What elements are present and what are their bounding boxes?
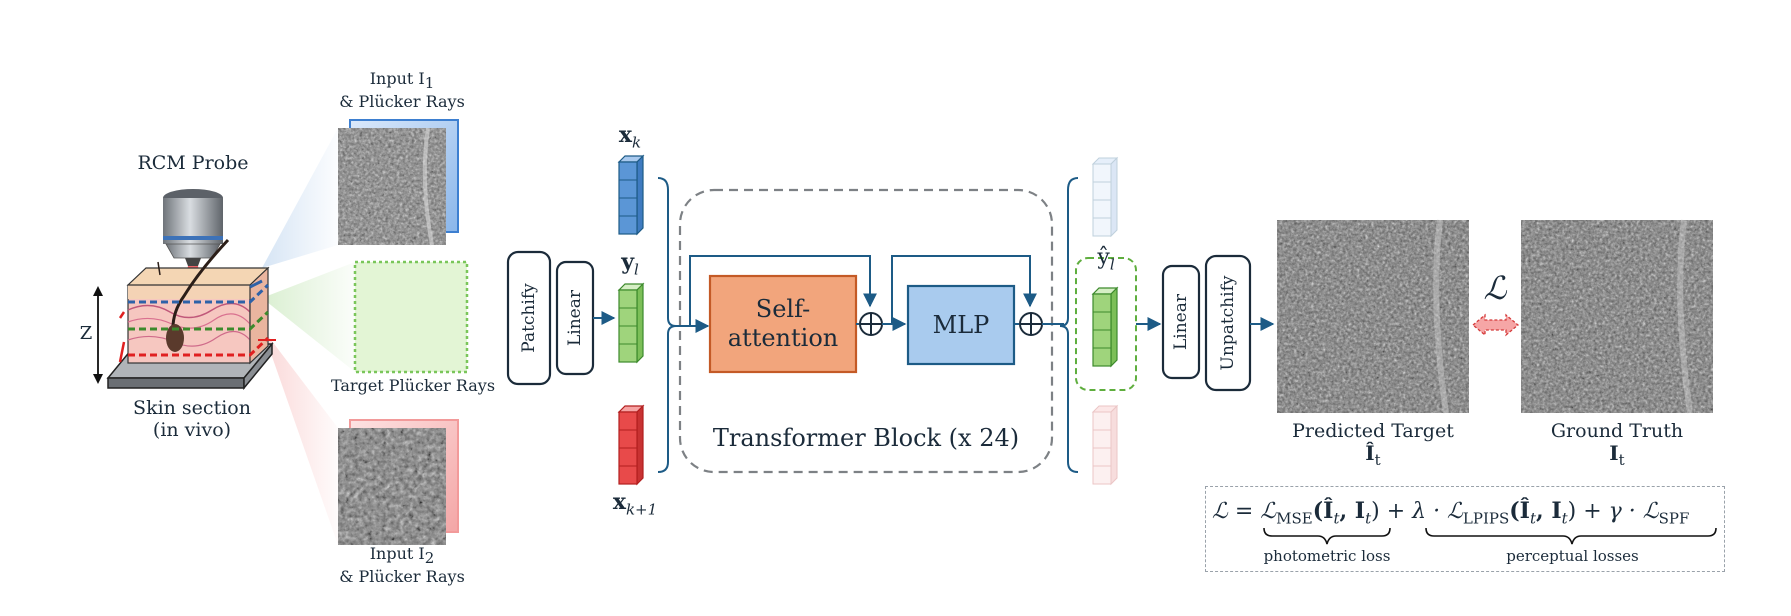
mlp-box <box>906 284 1016 366</box>
photometric-brace <box>1263 527 1391 545</box>
patchify-label: Patchify <box>519 283 539 353</box>
beam-green <box>262 262 355 372</box>
z-axis-label: Z <box>79 323 93 344</box>
token-stack-xk <box>617 154 645 236</box>
input2-label: Input I2 & Plücker Rays <box>339 544 465 586</box>
predicted-target-label: Predicted Target Ît <box>1292 420 1454 470</box>
plus-circle-icon <box>1019 312 1043 336</box>
linear-out-box <box>1161 264 1201 380</box>
unpatchify-label: Unpatchify <box>1218 275 1238 371</box>
token-stack-xk1 <box>617 404 645 486</box>
transformer-block-label: Transformer Block (x 24) <box>712 424 1020 452</box>
mse-term: ℒMSE(Ît, It) <box>1260 498 1380 528</box>
output-token-yl <box>1091 286 1119 368</box>
token-stack-yl <box>617 282 645 364</box>
self-attention-label: Self- attention <box>727 295 839 352</box>
linear-in-label: Linear <box>565 290 585 346</box>
input1-label: Input I1 & Plücker Rays <box>339 69 465 111</box>
input-bracket <box>657 177 677 473</box>
ground-truth-label: Ground Truth It <box>1550 420 1684 470</box>
skin-section-label: Skin section (in vivo) <box>133 397 251 442</box>
skin-tissue-icon <box>106 238 276 391</box>
loss-equation-box <box>1205 486 1725 572</box>
loss-symbol-label: ℒ <box>1483 269 1507 307</box>
rcm-probe-label: RCM Probe <box>137 152 249 174</box>
transformer-block <box>678 188 1054 474</box>
predicted-target-image <box>1277 219 1469 414</box>
output-token-faded-red <box>1091 404 1119 486</box>
plus-circle-icon <box>859 312 883 336</box>
photometric-loss-label: photometric loss <box>1263 547 1391 565</box>
double-arrow-icon <box>1471 313 1520 337</box>
output-token-dashed-frame <box>1075 257 1137 391</box>
input1-view <box>338 119 459 246</box>
target-rays-view <box>353 260 469 374</box>
mlp-label: MLP <box>932 311 990 339</box>
perceptual-losses-label: perceptual losses <box>1506 547 1639 565</box>
output-token-label: ŷl <box>1097 245 1115 274</box>
z-axis-arrow <box>93 286 103 384</box>
patchify-box <box>506 250 552 386</box>
output-bracket <box>1059 177 1079 473</box>
token-xk-label: xk <box>618 122 642 152</box>
ground-truth-image <box>1521 219 1713 414</box>
token-yl-label: yl <box>621 249 639 279</box>
skip-connection-1 <box>689 255 877 326</box>
lpips-term: + λ · ℒLPIPS(Ît, It) <box>1386 498 1577 528</box>
perceptual-brace <box>1425 527 1717 545</box>
beam-red <box>262 328 338 545</box>
target-rays-label: Target Plücker Rays <box>330 376 496 395</box>
input2-view <box>338 419 459 545</box>
output-token-faded-blue <box>1091 156 1119 238</box>
loss-equation: ℒ = ℒMSE(Ît, It) + λ · ℒLPIPS(Ît, It) + … <box>1212 498 1690 528</box>
beam-blue <box>262 128 338 268</box>
linear-out-label: Linear <box>1171 294 1191 350</box>
skip-connection-2 <box>891 255 1037 324</box>
spf-term: + γ · ℒSPF <box>1583 499 1690 528</box>
token-xk1-label: xk+1 <box>612 489 658 519</box>
